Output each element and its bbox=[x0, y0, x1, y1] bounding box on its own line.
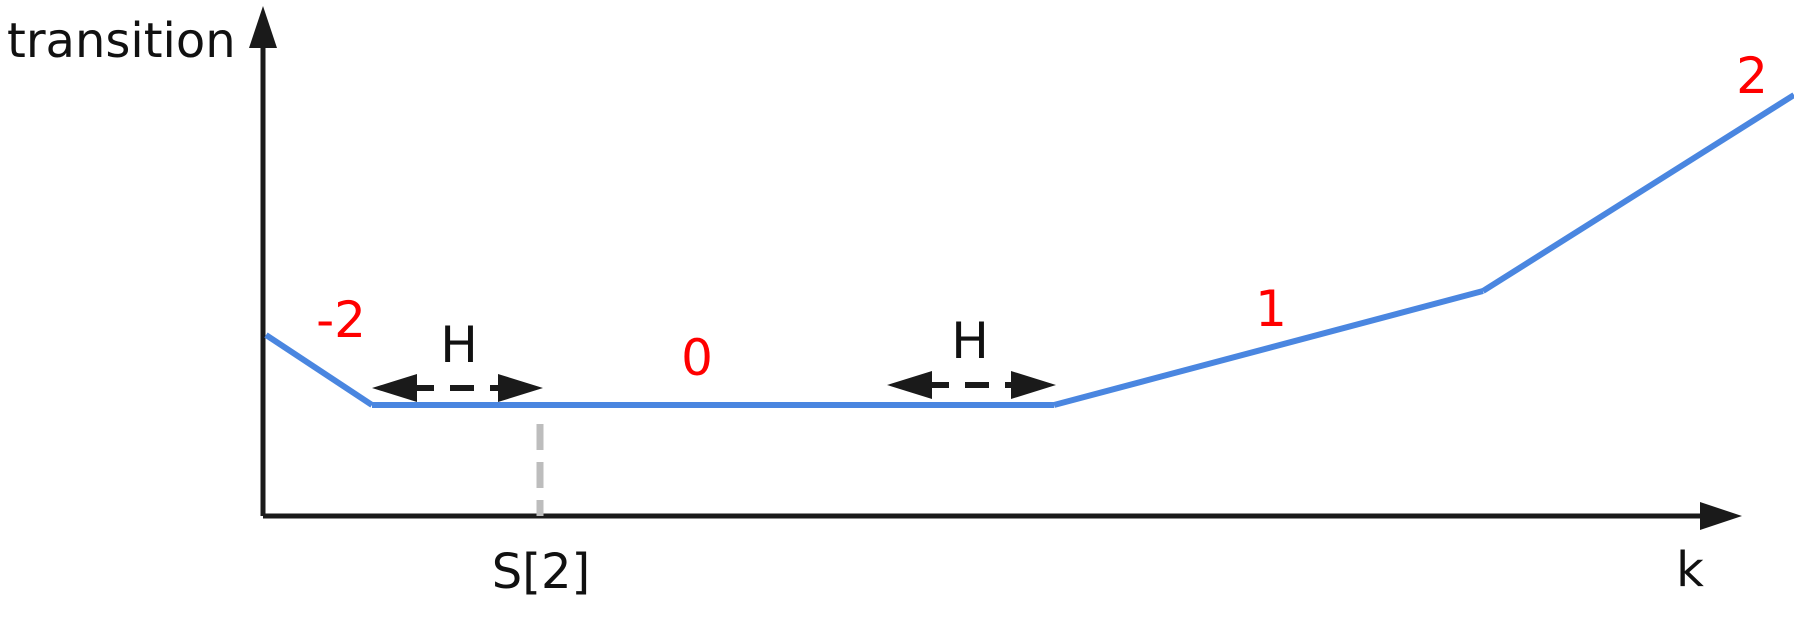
y-axis-label: transition bbox=[7, 13, 236, 69]
span-1-left-arrowhead bbox=[372, 374, 417, 402]
curve-segment-1 bbox=[264, 332, 374, 408]
y-axis-arrowhead bbox=[249, 6, 277, 48]
span-2-left-arrowhead bbox=[887, 371, 932, 399]
span-2: H bbox=[887, 312, 1056, 399]
span-1: H bbox=[372, 316, 543, 402]
x-axis-arrowhead bbox=[1700, 502, 1742, 530]
span-1-right-arrowhead bbox=[498, 374, 543, 402]
axes bbox=[249, 6, 1742, 530]
x-axis-label: k bbox=[1676, 542, 1704, 598]
slope-label-2: 0 bbox=[681, 329, 713, 387]
slope-labels: -2 0 1 2 bbox=[316, 47, 1768, 387]
curve-segment-4 bbox=[1481, 92, 1794, 294]
slope-label-4: 2 bbox=[1736, 47, 1768, 105]
span-1-label: H bbox=[440, 316, 478, 374]
slope-label-3: 1 bbox=[1255, 280, 1287, 338]
span-2-label: H bbox=[951, 312, 989, 370]
curve-segment-3 bbox=[1053, 288, 1484, 408]
s2-tick-label: S[2] bbox=[492, 544, 590, 600]
span-2-right-arrowhead bbox=[1011, 371, 1056, 399]
transition-curve bbox=[264, 92, 1794, 408]
slope-label-1: -2 bbox=[316, 291, 366, 349]
